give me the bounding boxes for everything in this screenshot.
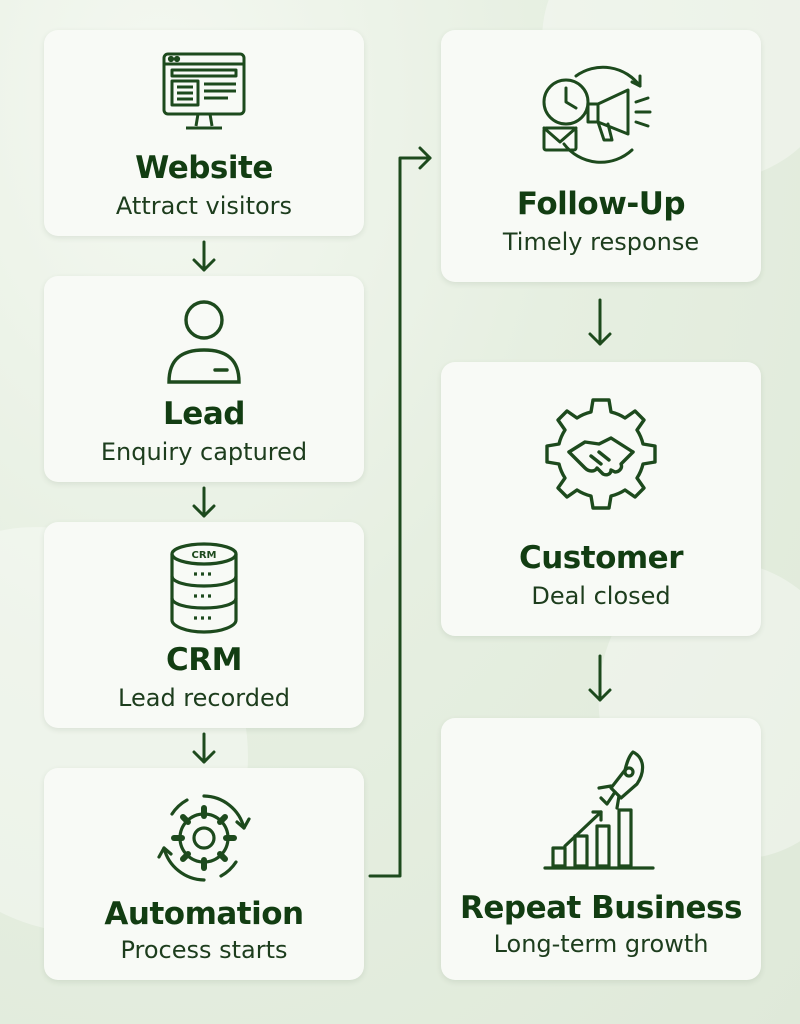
handshake-gear-icon <box>545 398 657 510</box>
step-card-repeat-business: Repeat Business Long-term growth <box>441 718 761 980</box>
arrow-down-icon <box>192 240 216 272</box>
step-title: CRM <box>166 642 242 678</box>
crm-icon-label: CRM <box>192 550 217 561</box>
step-subtitle: Deal closed <box>531 582 671 610</box>
step-title: Website <box>135 150 273 186</box>
step-title: Automation <box>104 896 304 932</box>
user-icon <box>167 300 241 384</box>
step-subtitle: Timely response <box>502 228 700 256</box>
monitor-icon <box>162 52 246 130</box>
step-title: Follow-Up <box>516 186 686 222</box>
step-card-follow-up: Follow-Up Timely response <box>441 30 761 282</box>
step-subtitle: Long-term growth <box>493 930 709 958</box>
step-subtitle: Attract visitors <box>115 192 293 220</box>
step-title: Customer <box>518 540 684 576</box>
step-subtitle: Process starts <box>120 936 288 964</box>
gear-cycle-icon <box>157 794 251 882</box>
clock-megaphone-icon <box>542 65 652 164</box>
step-card-lead: Lead Enquiry captured <box>44 276 364 482</box>
step-title: Lead <box>163 396 245 432</box>
database-icon: CRM <box>170 542 238 634</box>
arrow-down-icon <box>192 486 216 518</box>
step-card-automation: Automation Process starts <box>44 768 364 980</box>
connector-arrow-icon <box>368 146 432 878</box>
step-card-website: Website Attract visitors <box>44 30 364 236</box>
step-subtitle: Lead recorded <box>118 684 290 712</box>
rocket-growth-icon <box>543 750 655 870</box>
arrow-down-icon <box>588 298 612 346</box>
step-subtitle: Enquiry captured <box>100 438 308 466</box>
step-card-crm: CRM CRM Lead recorded <box>44 522 364 728</box>
arrow-down-icon <box>588 654 612 702</box>
step-title: Repeat Business <box>460 890 742 926</box>
arrow-down-icon <box>192 732 216 764</box>
step-card-customer: Customer Deal closed <box>441 362 761 636</box>
